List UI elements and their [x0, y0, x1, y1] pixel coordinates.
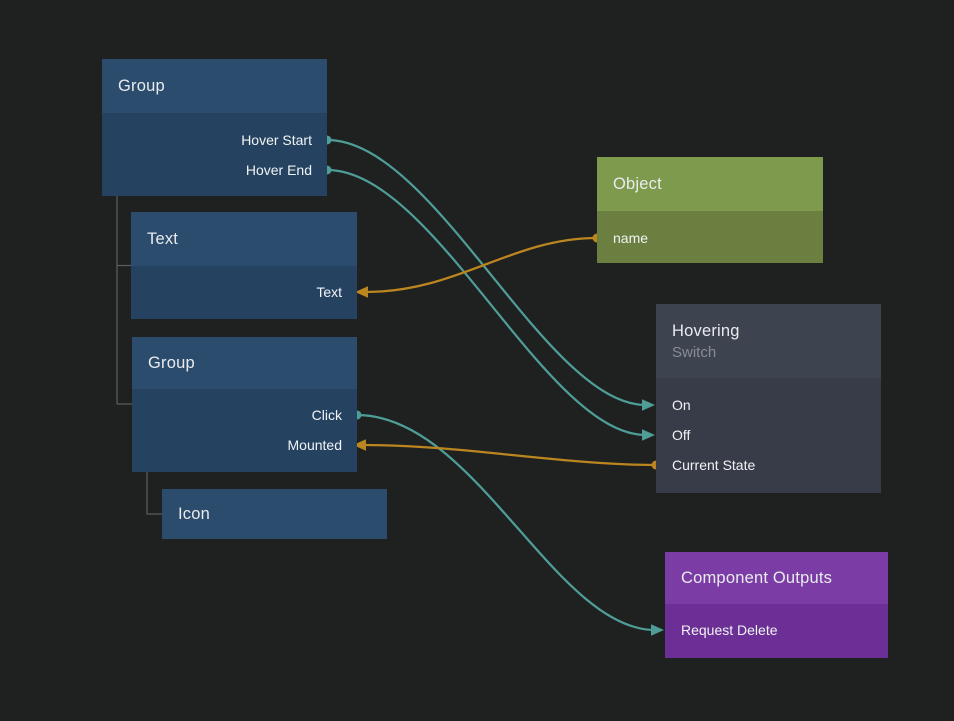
port-label: Mounted — [287, 437, 342, 453]
node-title: Object — [613, 174, 662, 193]
port-current-state[interactable]: Current State — [656, 450, 881, 480]
port-name[interactable]: name — [597, 223, 823, 253]
arrowhead-request-delete[interactable] — [651, 624, 664, 636]
node-subtitle: Switch — [672, 343, 717, 361]
node-component-outputs[interactable]: Component Outputs Request Delete — [665, 552, 888, 658]
wire-click-to-request-delete[interactable] — [356, 413, 656, 632]
node-group-1[interactable]: Group Hover Start Hover End — [102, 59, 327, 196]
node-text-header[interactable]: Text — [131, 212, 357, 266]
wire-name-to-text[interactable] — [365, 236, 598, 294]
node-hovering-header[interactable]: Hovering Switch — [656, 304, 881, 378]
node-text[interactable]: Text Text — [131, 212, 357, 319]
node-object-header[interactable]: Object — [597, 157, 823, 211]
node-title: Icon — [178, 504, 210, 523]
node-title: Hovering — [672, 321, 740, 340]
port-label: On — [672, 397, 691, 413]
port-label: Current State — [672, 457, 756, 473]
port-hover-start[interactable]: Hover Start — [102, 125, 327, 155]
arrowhead-on[interactable] — [642, 399, 655, 411]
node-title: Group — [148, 353, 195, 372]
port-label: Request Delete — [681, 622, 778, 638]
node-group-2[interactable]: Group Click Mounted — [132, 337, 357, 472]
port-label: Text — [316, 284, 342, 300]
port-label: name — [613, 230, 649, 246]
wire-hover-end-to-off[interactable] — [326, 168, 647, 437]
node-group-1-header[interactable]: Group — [102, 59, 327, 113]
arrowhead-off[interactable] — [642, 429, 655, 441]
port-on[interactable]: On — [656, 390, 881, 420]
node-icon-header[interactable]: Icon — [162, 489, 387, 539]
port-request-delete[interactable]: Request Delete — [665, 615, 888, 645]
port-label: Click — [311, 407, 342, 423]
node-hovering-switch[interactable]: Hovering Switch On Off Current State — [656, 304, 881, 493]
arrowhead-mounted[interactable] — [353, 439, 366, 451]
node-icon[interactable]: Icon — [162, 489, 387, 539]
port-click[interactable]: Click — [132, 400, 357, 430]
port-label: Hover End — [245, 162, 312, 178]
node-title: Group — [118, 76, 165, 95]
port-hover-end[interactable]: Hover End — [102, 155, 327, 185]
wire-current-state-to-mounted[interactable] — [363, 443, 657, 467]
node-object[interactable]: Object name — [597, 157, 823, 263]
wire-hover-start-to-on[interactable] — [326, 138, 647, 407]
node-component-outputs-header[interactable]: Component Outputs — [665, 552, 888, 604]
node-group-2-header[interactable]: Group — [132, 337, 357, 389]
arrowhead-text[interactable] — [355, 286, 368, 298]
port-off[interactable]: Off — [656, 420, 881, 450]
port-label: Off — [672, 427, 691, 443]
port-text[interactable]: Text — [131, 277, 357, 307]
port-label: Hover Start — [241, 132, 312, 148]
port-mounted[interactable]: Mounted — [132, 430, 357, 460]
node-title: Text — [147, 229, 179, 248]
tree-connector-to-icon — [146, 472, 162, 515]
node-title: Component Outputs — [681, 568, 833, 587]
